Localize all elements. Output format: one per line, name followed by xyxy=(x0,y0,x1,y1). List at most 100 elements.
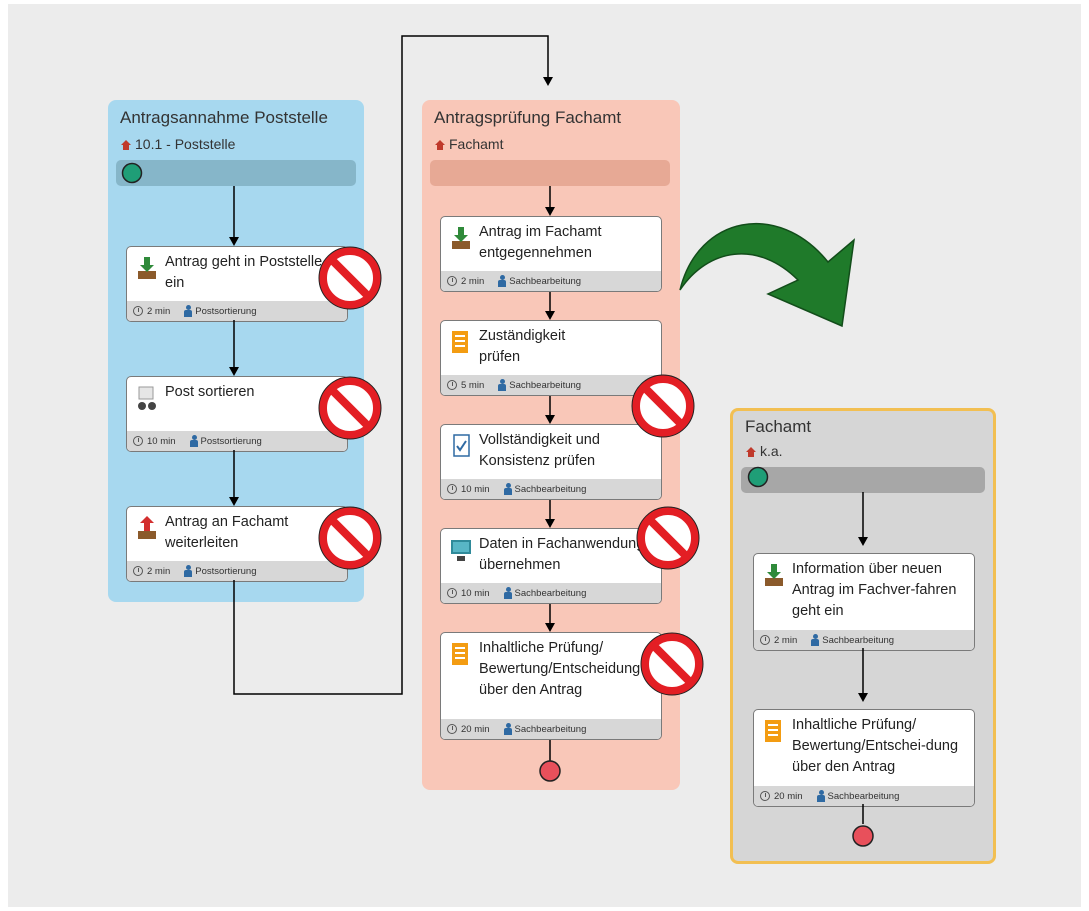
task-card[interactable]: Antrag an Fachamt weiterleiten 2 min Post… xyxy=(126,506,348,582)
task-title: Antrag an Fachamt weiterleiten xyxy=(165,514,289,551)
task-duration: 20 min xyxy=(461,723,490,735)
clock-icon xyxy=(447,276,457,286)
task-role: Postsortierung xyxy=(195,305,257,317)
lane-org-label: Fachamt xyxy=(449,136,504,152)
inbox-tray-icon xyxy=(135,255,159,281)
clock-icon xyxy=(133,436,143,446)
person-icon xyxy=(811,634,820,646)
prohibition-icon xyxy=(318,246,382,310)
task-meta: 10 min Postsortierung xyxy=(127,431,347,451)
task-duration: 10 min xyxy=(147,435,176,447)
prohibition-icon xyxy=(640,632,704,696)
person-icon xyxy=(498,275,507,287)
diagram-canvas: Antragsannahme Poststelle 10.1 - Postste… xyxy=(8,4,1081,907)
checklist-icon xyxy=(449,641,473,667)
task-title: Antrag geht in Poststelle ein xyxy=(165,254,323,291)
task-duration: 20 min xyxy=(774,790,803,802)
clock-icon xyxy=(133,566,143,576)
org-unit-icon xyxy=(434,138,446,150)
clock-icon xyxy=(760,791,770,801)
task-meta: 2 min Postsortierung xyxy=(127,301,347,321)
connectors-layer xyxy=(121,35,874,847)
task-duration: 5 min xyxy=(461,379,485,391)
person-icon xyxy=(503,723,512,735)
task-duration: 2 min xyxy=(147,565,171,577)
lane-title: Antragsannahme Poststelle xyxy=(120,108,328,127)
lane-title: Fachamt xyxy=(745,417,812,436)
clock-icon xyxy=(447,484,457,494)
lane-fachamt: Fachamt k.a. Information über neuen Antr… xyxy=(730,408,996,864)
org-unit-icon xyxy=(745,445,757,457)
inbox-tray-icon xyxy=(762,562,786,588)
lane-org-label: 10.1 - Poststelle xyxy=(135,136,236,152)
task-card[interactable]: Vollständigkeit und Konsistenz prüfen 10… xyxy=(440,424,662,500)
prohibition-icon xyxy=(631,374,695,438)
task-title: Inhaltliche Prüfung/ Bewertung/Entschei-… xyxy=(792,717,959,775)
lane-transfer-arrow xyxy=(233,35,553,695)
clock-icon xyxy=(447,380,457,390)
lane-fachamt-pruefung: Antragsprüfung Fachamt Fachamt Antrag im… xyxy=(422,100,680,790)
document-check-icon xyxy=(449,433,473,459)
lane-org: k.a. xyxy=(745,443,783,459)
clock-icon xyxy=(133,306,143,316)
person-icon xyxy=(184,565,193,577)
task-card[interactable]: Post sortieren 10 min Postsortierung xyxy=(126,376,348,452)
end-event xyxy=(539,760,561,782)
task-title: Zuständigkeit prüfen xyxy=(479,328,566,365)
prohibition-icon xyxy=(318,506,382,570)
checklist-icon xyxy=(762,718,786,744)
task-title: Post sortieren xyxy=(165,384,255,400)
clock-icon xyxy=(760,635,770,645)
task-title: Vollständigkeit und Konsistenz prüfen xyxy=(479,432,600,469)
start-bar xyxy=(741,467,985,493)
task-card[interactable]: Inhaltliche Prüfung/ Bewertung/Entscheid… xyxy=(440,632,662,740)
start-event xyxy=(747,466,769,488)
start-event xyxy=(121,162,143,184)
task-role: Sachbearbeitung xyxy=(822,634,895,646)
task-role: Postsortierung xyxy=(200,435,262,447)
task-title: Daten in Fachanwendung übernehmen xyxy=(479,536,645,573)
task-meta: 10 min Sachbearbeitung xyxy=(441,583,661,603)
sorting-icon xyxy=(135,385,159,411)
task-card[interactable]: Antrag geht in Poststelle ein 2 min Posts… xyxy=(126,246,348,322)
person-icon xyxy=(503,483,512,495)
lane-title: Antragsprüfung Fachamt xyxy=(434,108,622,127)
task-title: Antrag im Fachamt entgegennehmen xyxy=(479,224,602,261)
person-icon xyxy=(189,435,198,447)
inbox-tray-icon xyxy=(449,225,473,251)
task-card[interactable]: Daten in Fachanwendung übernehmen 10 min… xyxy=(440,528,662,604)
task-meta: 2 min Postsortierung xyxy=(127,561,347,581)
task-card[interactable]: Inhaltliche Prüfung/ Bewertung/Entschei-… xyxy=(753,709,975,807)
task-card[interactable]: Information über neuen Antrag im Fachver… xyxy=(753,553,975,651)
lane-org-label: k.a. xyxy=(760,443,783,459)
task-duration: 10 min xyxy=(461,483,490,495)
task-duration: 2 min xyxy=(774,634,798,646)
lane-org: 10.1 - Poststelle xyxy=(120,136,235,152)
person-icon xyxy=(816,790,825,802)
prohibition-icon xyxy=(318,376,382,440)
task-role: Postsortierung xyxy=(195,565,257,577)
task-meta: 20 min Sachbearbeitung xyxy=(441,719,661,739)
task-title: Information über neuen Antrag im Fachver… xyxy=(792,561,957,619)
task-meta: 10 min Sachbearbeitung xyxy=(441,479,661,499)
task-duration: 10 min xyxy=(461,587,490,599)
task-role: Sachbearbeitung xyxy=(509,275,582,287)
task-role: Sachbearbeitung xyxy=(514,587,587,599)
task-meta: 20 min Sachbearbeitung xyxy=(754,786,974,806)
task-duration: 2 min xyxy=(147,305,171,317)
task-role: Sachbearbeitung xyxy=(827,790,900,802)
person-icon xyxy=(184,305,193,317)
task-role: Sachbearbeitung xyxy=(514,723,587,735)
forward-tray-icon xyxy=(135,515,159,541)
lane-org: Fachamt xyxy=(434,136,503,152)
end-event xyxy=(852,825,874,847)
start-bar xyxy=(116,160,356,186)
clock-icon xyxy=(447,724,457,734)
org-unit-icon xyxy=(120,138,132,150)
lane-poststelle: Antragsannahme Poststelle 10.1 - Postste… xyxy=(108,100,364,602)
task-role: Sachbearbeitung xyxy=(514,483,587,495)
